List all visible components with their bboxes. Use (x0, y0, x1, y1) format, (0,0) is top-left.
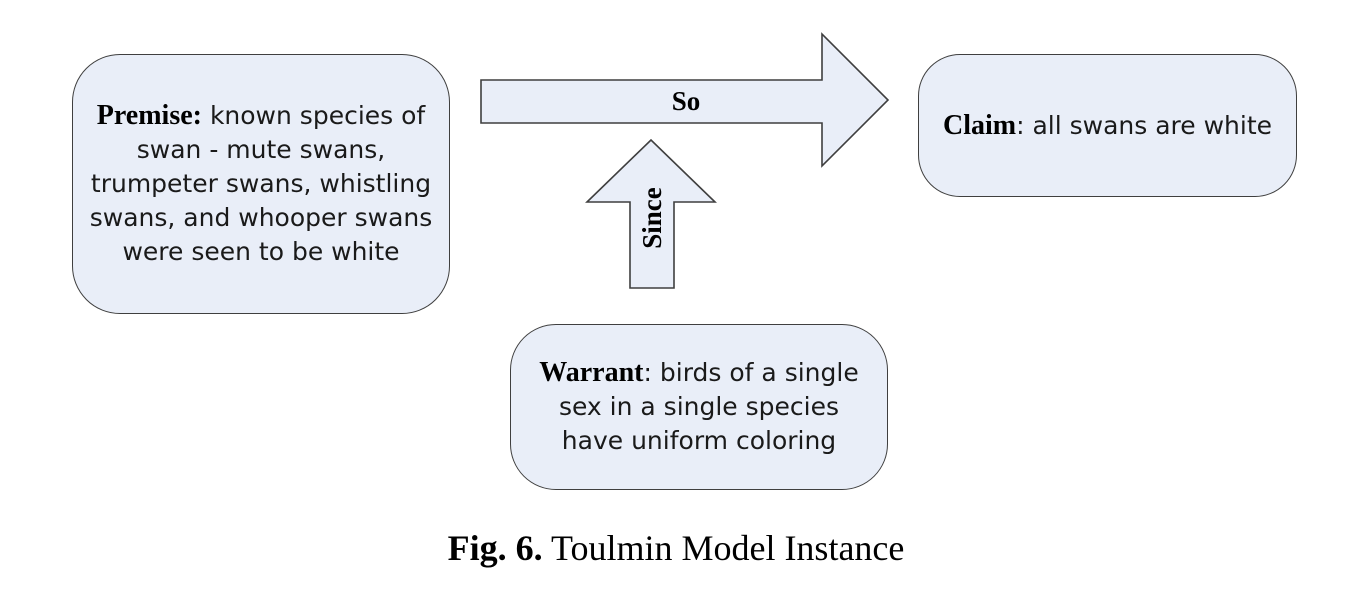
premise-term: Premise: (96, 100, 202, 131)
so-arrow (480, 32, 890, 168)
figure-title: Toulmin Model Instance (550, 528, 905, 568)
figure-number: Fig. 6. (447, 528, 543, 568)
since-arrow-label: Since (637, 187, 667, 249)
warrant-box: Warrant: birds of a single sex in a sing… (510, 324, 888, 490)
claim-term: Claim (942, 109, 1017, 141)
since-arrow (585, 138, 717, 289)
premise-text: known species of swan - mute swans, trum… (89, 101, 433, 266)
claim-text: : all swans are white (1016, 110, 1273, 140)
warrant-term: Warrant (539, 357, 644, 388)
warrant-text: : birds of a single sex in a single spec… (558, 358, 859, 455)
figure-caption: Fig. 6. Toulmin Model Instance (0, 526, 1352, 570)
claim-box: Claim: all swans are white (918, 54, 1297, 197)
so-arrow-label: So (672, 86, 701, 116)
premise-box: Premise: known species of swan - mute sw… (72, 54, 450, 314)
